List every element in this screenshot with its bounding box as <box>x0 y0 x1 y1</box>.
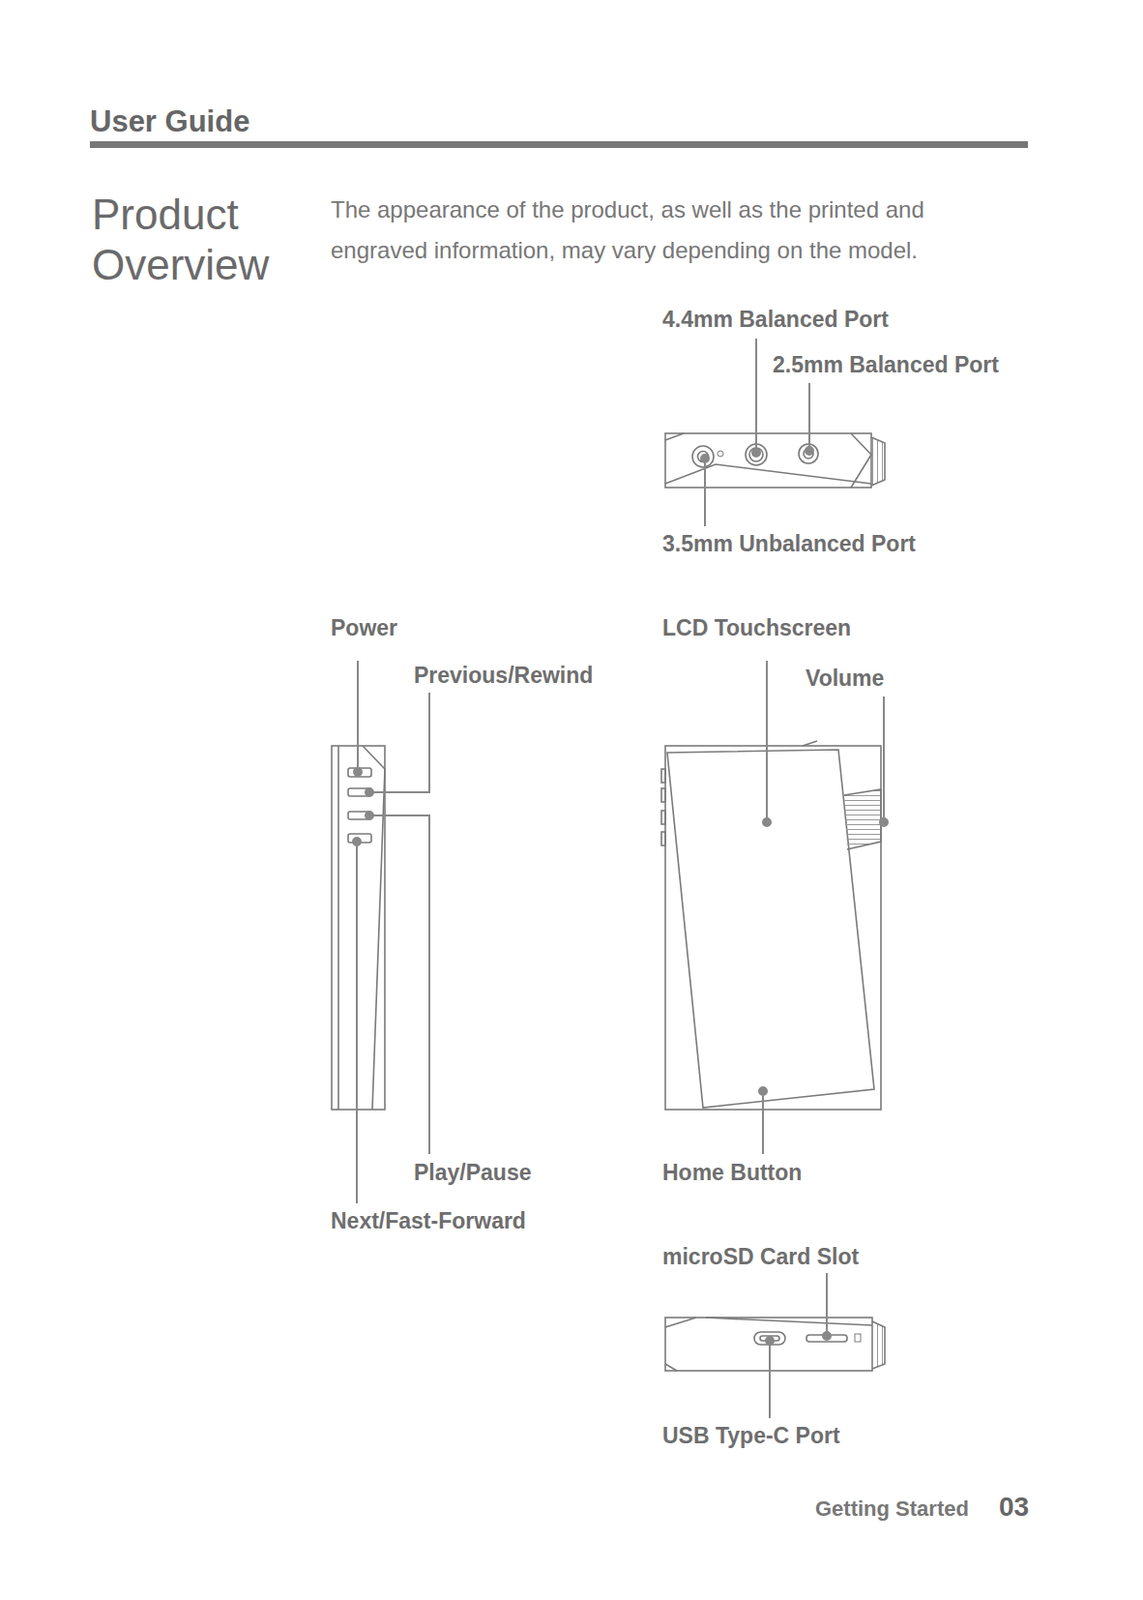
part-label: Next/Fast-Forward <box>330 1206 527 1234</box>
top-view <box>665 433 885 488</box>
page-title: Product Overview <box>91 189 324 291</box>
running-header: User Guide <box>89 104 250 140</box>
part-label: LCD Touchscreen <box>662 614 851 642</box>
side-view <box>331 745 385 1110</box>
part-label: 2.5mm Balanced Port <box>772 351 999 379</box>
bottom-view <box>665 1317 885 1371</box>
part-label: 4.4mm Balanced Port <box>662 305 889 333</box>
part-label: microSD Card Slot <box>662 1242 859 1270</box>
intro-note: The appearance of the product, as well a… <box>330 189 1027 271</box>
front-view <box>661 740 881 1110</box>
part-label: Home Button <box>662 1158 802 1186</box>
header-rule <box>89 141 1028 148</box>
part-label: Previous/Rewind <box>413 661 593 689</box>
part-label: USB Type-C Port <box>662 1421 841 1449</box>
leader-line <box>759 660 888 1154</box>
part-label: Power <box>330 614 398 642</box>
part-label: 3.5mm Unbalanced Port <box>662 529 916 557</box>
page-number: 03 <box>998 1492 1029 1522</box>
part-label: Play/Pause <box>413 1158 531 1186</box>
leader-line <box>765 1272 831 1418</box>
leader-line <box>352 660 430 1203</box>
part-label: Volume <box>805 664 884 692</box>
footer-section: Getting Started <box>815 1495 969 1522</box>
